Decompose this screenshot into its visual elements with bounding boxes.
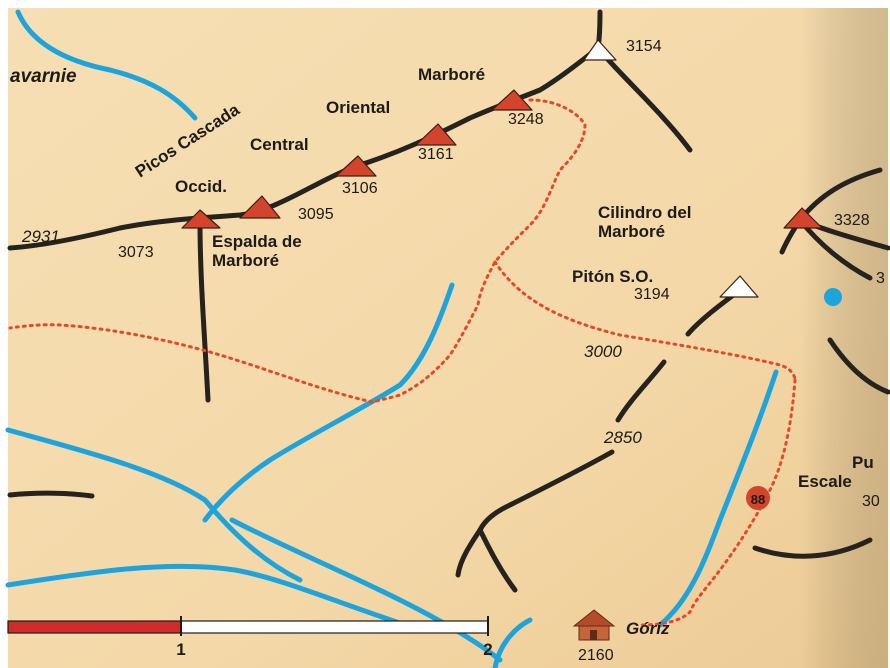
river-right-creek <box>657 369 779 628</box>
river-lower-left <box>5 563 423 633</box>
label-punta-line2: Escale <box>798 472 852 491</box>
hut-icon <box>572 609 616 641</box>
elev-30-edge: 30 <box>862 493 880 510</box>
label-goriz: Góriz <box>626 619 670 638</box>
label-gavarnie: avarnie <box>10 66 77 87</box>
label-cilindro-line2: Marboré <box>598 222 665 241</box>
rivers <box>5 9 779 668</box>
ridge-2850-branch <box>455 527 483 578</box>
elev-3328: 3328 <box>834 212 870 229</box>
elev-3248: 3248 <box>508 111 544 128</box>
river-gavarnie <box>15 9 198 121</box>
ridge-left-fragment <box>7 490 95 499</box>
river-central-gorge <box>202 282 455 523</box>
river-main-left <box>5 427 303 583</box>
scale-bar-red <box>7 620 182 634</box>
white-triangle-icon <box>719 275 759 298</box>
red-triangle-icon <box>415 123 457 146</box>
red-triangle-icon <box>239 195 281 219</box>
peak-markers <box>181 39 823 298</box>
label-espalda-line1: Espalda de <box>212 232 302 251</box>
scale-tick-2: 2 <box>483 640 492 659</box>
elev-3073: 3073 <box>118 244 154 261</box>
red-triangle-icon <box>783 207 823 229</box>
lake-dot-icon <box>824 288 842 306</box>
scale-bar: 1 2 <box>7 616 493 659</box>
elev-3106: 3106 <box>342 180 378 197</box>
ridge-right-arc <box>827 337 890 395</box>
elev-3-edge: 3 <box>876 270 885 287</box>
route-badge-label: 88 <box>751 492 765 507</box>
trail-to-piton <box>493 260 797 382</box>
label-punta-line1: Pu <box>852 453 874 472</box>
label-espalda-line2: Marboré <box>212 251 279 270</box>
ridge-espalda-south <box>197 219 211 403</box>
elev-3000: 3000 <box>584 342 622 361</box>
trail-to-goriz <box>638 378 797 627</box>
scale-bar-white <box>180 620 489 634</box>
white-triangle-icon <box>583 39 617 61</box>
elev-3095: 3095 <box>298 206 334 223</box>
red-triangle-icon <box>181 209 221 229</box>
trails <box>8 98 797 627</box>
elev-3161: 3161 <box>418 146 454 163</box>
ridge-bottom-right <box>752 537 873 559</box>
route-badge: 88 <box>746 486 770 510</box>
label-marbore: Marboré <box>418 65 485 84</box>
scale-tick-1: 1 <box>176 640 185 659</box>
label-occid: Occid. <box>175 177 227 196</box>
red-triangle-icon <box>335 155 377 177</box>
elev-3194: 3194 <box>634 286 670 303</box>
red-triangle-icon <box>491 89 533 111</box>
label-central: Central <box>250 135 309 154</box>
ridge-3000 <box>615 359 667 423</box>
label-piton: Pitón S.O. <box>572 267 653 286</box>
label-oriental: Oriental <box>326 98 390 117</box>
label-cilindro-line1: Cilindro del <box>598 203 692 222</box>
elev-2931: 2931 <box>21 227 60 246</box>
ridge-2850 <box>477 449 615 593</box>
trail-espalda-west <box>8 323 374 404</box>
elev-2160: 2160 <box>578 647 614 664</box>
elev-2850: 2850 <box>603 428 642 447</box>
elev-3154: 3154 <box>626 38 662 55</box>
river-center-bottom <box>229 517 503 663</box>
